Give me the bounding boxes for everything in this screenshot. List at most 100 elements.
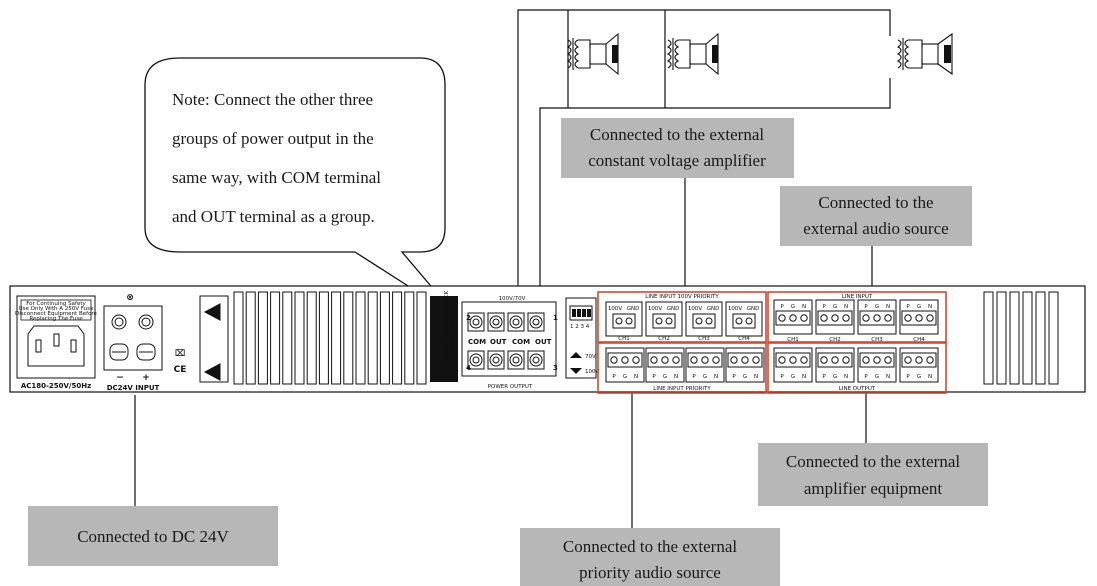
connector-body — [859, 352, 895, 368]
speaker-2 — [666, 32, 719, 76]
pin — [862, 314, 870, 322]
weee-icon: ⌧ — [175, 349, 185, 359]
pin-label: N — [634, 374, 638, 380]
callout-audio-source-line-2: external audio source — [803, 219, 948, 238]
speaker-terminal — [507, 312, 525, 332]
callout-dc24-text: Connected to DC 24V — [77, 527, 229, 546]
callout-priority-source-line-2: priority audio source — [579, 563, 721, 582]
connector-body — [727, 352, 763, 368]
fuse-text-2: Use Only With A 250V Fuse — [19, 306, 94, 312]
ce-mark: CE — [174, 365, 187, 375]
pin-label: P — [732, 374, 736, 380]
vent-slot — [379, 291, 390, 385]
channel-label: CH2 — [658, 336, 669, 342]
priority-bottom-block — [725, 347, 765, 383]
callout-priority-source: Connected to the external priority audio… — [520, 528, 780, 586]
pin — [789, 356, 797, 364]
line-input-block — [899, 299, 939, 335]
pin — [904, 314, 912, 322]
callout-constant-voltage: Connected to the external constant volta… — [561, 118, 794, 178]
pin — [842, 356, 850, 364]
dip-numbers: 1 2 3 4 — [570, 324, 590, 330]
line-output-block — [899, 347, 939, 383]
callout-constant-voltage-line-2: constant voltage amplifier — [588, 151, 766, 170]
pin-label: N — [802, 304, 806, 310]
pin — [712, 356, 720, 364]
power-output-label: POWER OUTPUT — [488, 384, 533, 390]
pin-label: G — [791, 304, 795, 310]
pin-label: G — [917, 374, 921, 380]
pin-label: G — [875, 374, 879, 380]
vent-slot — [282, 291, 293, 385]
terminal-screw-inner — [472, 318, 480, 326]
priority-connector — [612, 313, 636, 329]
channel-label: CH2 — [829, 337, 840, 343]
shock-warning-2: DO NOT OPEN — [451, 316, 457, 355]
terminal-screw — [469, 353, 483, 367]
channel-label: CH1 — [618, 336, 629, 342]
pin-label: G — [703, 374, 707, 380]
dc-label: DC24V INPUT — [107, 384, 160, 392]
pin — [820, 356, 828, 364]
terminal-screw — [529, 315, 543, 329]
pin — [862, 356, 870, 364]
label-com-1: COM — [468, 338, 486, 346]
pin — [730, 356, 738, 364]
connector-body — [817, 310, 853, 326]
pin — [625, 317, 633, 325]
pin — [690, 356, 698, 364]
terminal-screw — [469, 315, 483, 329]
pin-label: G — [833, 304, 837, 310]
line-output-block — [815, 347, 855, 383]
pin-label: N — [886, 374, 890, 380]
pin — [745, 317, 753, 325]
terminal-screw-inner — [512, 356, 520, 364]
pin — [610, 356, 618, 364]
vent-slot — [306, 291, 317, 385]
pin — [621, 356, 629, 364]
vent-slot — [1022, 291, 1033, 385]
fuse-text-4: Replacing The Fuse — [29, 316, 83, 322]
connector-body — [859, 310, 895, 326]
pin-label: G — [743, 374, 747, 380]
pin — [661, 356, 669, 364]
connector-body — [687, 352, 723, 368]
priority-gnd-label: GND — [747, 306, 760, 312]
vent-slots-right — [983, 291, 1059, 385]
rear-panel — [9, 285, 1086, 393]
pin-label: P — [906, 304, 910, 310]
vent-slot — [392, 291, 403, 385]
dc-plus: + — [142, 373, 150, 383]
pin — [904, 356, 912, 364]
vent-slot — [270, 291, 281, 385]
connector-body — [817, 352, 853, 368]
pin-label: P — [822, 304, 826, 310]
channel-label: CH3 — [871, 337, 883, 343]
pin-label: P — [652, 374, 656, 380]
fuse-text-3: Disconnect Equipment Before — [15, 311, 98, 317]
pin-label: N — [844, 374, 848, 380]
pin — [800, 314, 808, 322]
speaker-output: RISK OF ELECTRIC SHOCK DO NOT OPEN 100V/… — [430, 290, 558, 390]
label-out-1: OUT — [490, 338, 507, 346]
pin — [873, 314, 881, 322]
pin — [789, 314, 797, 322]
pin — [701, 356, 709, 364]
speaker-terminal — [507, 350, 525, 370]
priority-100v-label: 100V — [648, 306, 662, 312]
pin — [831, 356, 839, 364]
priority-100v-label: 100V — [728, 306, 742, 312]
speaker-wiring — [517, 9, 891, 298]
pin — [741, 356, 749, 364]
line-output-block — [773, 347, 813, 383]
pin-label: N — [844, 304, 848, 310]
pin-label: N — [754, 374, 758, 380]
vent-slot — [245, 291, 256, 385]
pin-label: P — [822, 374, 826, 380]
note-line-3: same way, with COM terminal — [172, 168, 381, 187]
pin — [655, 317, 663, 325]
terminal-screw-inner — [492, 356, 500, 364]
callout-constant-voltage-line-1: Connected to the external — [590, 125, 764, 144]
speaker-terminal — [467, 312, 485, 332]
pin — [778, 314, 786, 322]
